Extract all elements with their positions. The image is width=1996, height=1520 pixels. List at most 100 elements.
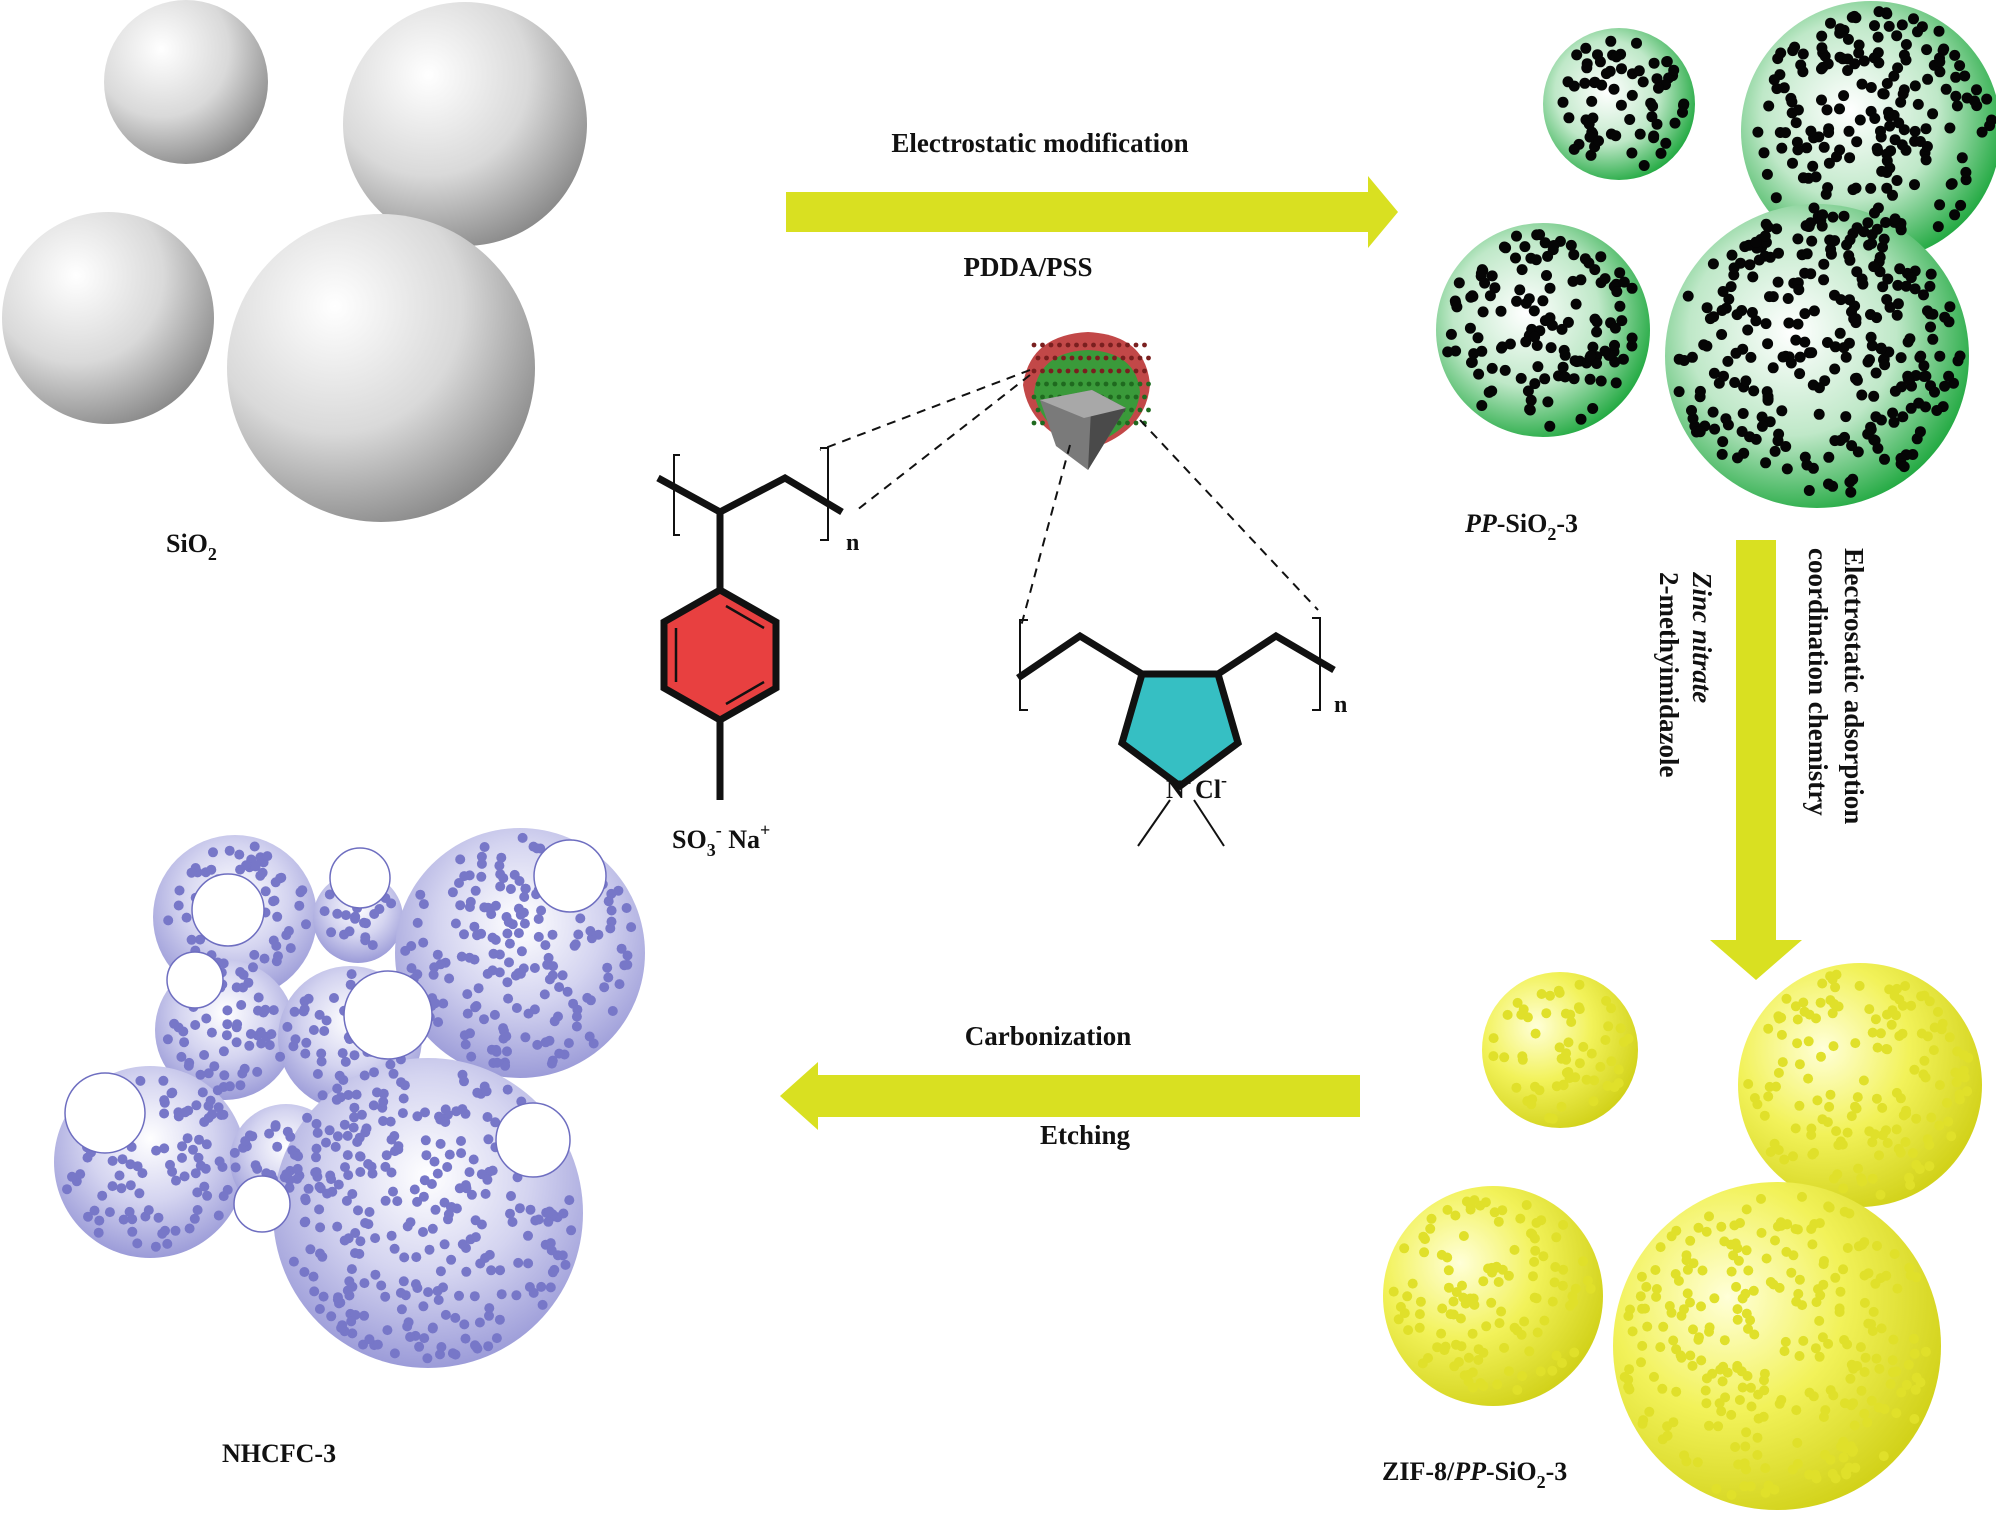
surface-dot [418, 1191, 429, 1202]
surface-dot [1876, 165, 1888, 177]
surface-dot [1823, 127, 1835, 138]
surface-dot [421, 1150, 432, 1161]
surface-dot [1873, 6, 1885, 18]
surface-dot [1520, 297, 1532, 309]
surface-dot [1585, 149, 1597, 161]
surface-dot [1696, 1355, 1707, 1366]
shell-dot [1116, 368, 1122, 374]
surface-dot [1496, 1306, 1507, 1317]
surface-dot [1954, 350, 1966, 362]
surface-dot [1946, 1131, 1957, 1142]
surface-dot [107, 1155, 118, 1166]
right-arrow-text-4: 2-methyimidazole [1654, 572, 1684, 777]
shell-dot [1125, 342, 1130, 348]
surface-dot [1426, 1213, 1437, 1224]
shell-dot [1129, 381, 1134, 387]
surface-dot [1578, 1041, 1589, 1052]
surface-dot [1530, 254, 1542, 266]
surface-dot [244, 1040, 255, 1051]
surface-dot [205, 1095, 216, 1106]
surface-dot [1806, 1130, 1817, 1140]
surface-dot [545, 1238, 556, 1249]
surface-dot [83, 1211, 93, 1222]
surface-dot [1898, 461, 1910, 473]
surface-dot [1825, 248, 1837, 260]
surface-dot [511, 1290, 522, 1301]
surface-dot [469, 921, 480, 932]
surface-dot [1718, 370, 1729, 382]
surface-dot [359, 917, 369, 928]
surface-dot [1521, 1200, 1532, 1210]
surface-dot [490, 900, 501, 911]
surface-dot [308, 1025, 319, 1035]
surface-dot [1934, 1080, 1945, 1091]
surface-dot [614, 979, 625, 990]
shell-dot [1137, 355, 1143, 361]
surface-dot [1870, 367, 1882, 379]
surface-dot [213, 1102, 224, 1113]
surface-dot [380, 1291, 391, 1302]
surface-dot [1731, 1281, 1742, 1292]
surface-dot [1450, 297, 1462, 309]
surface-dot [1797, 172, 1809, 184]
pp-sio2-label: PP-SiO2-3 [1464, 509, 1578, 544]
surface-dot [1670, 1269, 1681, 1279]
surface-dot [192, 1205, 203, 1215]
surface-dot [1655, 1242, 1666, 1253]
surface-dot [343, 1090, 354, 1100]
surface-dot [272, 1141, 283, 1152]
surface-dot [367, 1168, 378, 1179]
surface-dot [1891, 1124, 1902, 1135]
surface-dot [1486, 362, 1498, 374]
surface-dot [1792, 104, 1804, 116]
surface-dot [162, 1238, 173, 1249]
surface-dot [1585, 350, 1597, 362]
shell-dot [1129, 355, 1134, 361]
shell-dot [1031, 420, 1037, 426]
surface-dot [1810, 1343, 1821, 1354]
surface-dot [418, 937, 429, 948]
surface-dot [460, 1108, 471, 1119]
surface-dot [1529, 1256, 1540, 1267]
pp-sio2-spheres [1436, 1, 1996, 508]
surface-dot [1694, 426, 1706, 438]
surface-dot [418, 1227, 428, 1237]
surface-dot [1626, 340, 1638, 352]
surface-dot [606, 905, 617, 916]
surface-dot [1874, 1150, 1884, 1161]
surface-dot [364, 1207, 375, 1217]
surface-dot [1753, 1389, 1764, 1400]
surface-dot [465, 896, 476, 907]
surface-dot [1838, 1452, 1849, 1463]
surface-dot [502, 1046, 512, 1057]
surface-dot [1623, 1374, 1634, 1385]
surface-dot [1887, 1005, 1898, 1016]
surface-dot [346, 1264, 357, 1275]
surface-dot [143, 1205, 154, 1216]
surface-dot [1792, 318, 1804, 330]
surface-dot [380, 1161, 391, 1172]
surface-dot [1746, 1401, 1757, 1412]
shell-dot [1133, 394, 1139, 400]
surface-dot [171, 1175, 181, 1186]
surface-dot [1728, 262, 1740, 274]
surface-dot [1417, 1358, 1428, 1369]
surface-dot [424, 1244, 435, 1255]
surface-dot [199, 1117, 210, 1127]
pss-benzene-ring [660, 585, 780, 725]
surface-dot [1657, 1434, 1668, 1445]
surface-dot [1760, 1463, 1771, 1474]
surface-dot [1511, 1082, 1522, 1093]
surface-dot [1714, 1398, 1725, 1409]
surface-dot [1726, 249, 1738, 261]
shell-dot [1125, 394, 1130, 400]
pss-group-label: SO3- Na+ [672, 820, 770, 860]
surface-dot [201, 1013, 212, 1024]
surface-dot [1872, 1042, 1883, 1053]
surface-dot [125, 1180, 136, 1191]
surface-dot [332, 1083, 343, 1094]
surface-dot [173, 900, 184, 911]
surface-dot [466, 1189, 477, 1200]
surface-dot [316, 1048, 327, 1059]
surface-dot [1469, 1195, 1480, 1206]
